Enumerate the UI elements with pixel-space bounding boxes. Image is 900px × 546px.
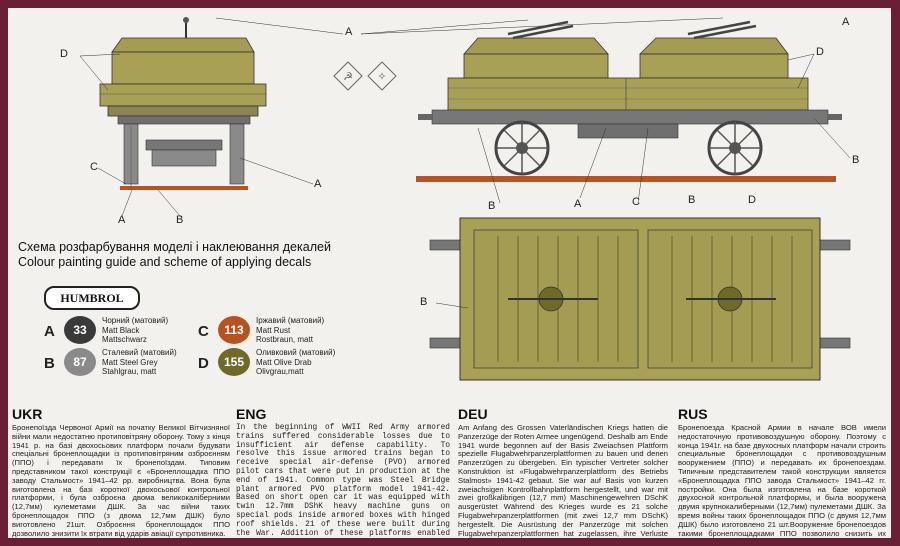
paint-swatch-a: A 33 Чорний (матовий) Matt Black Mattsch…: [44, 316, 169, 344]
body-rus: Бронепоезда Красной Армии в начале ВОВ и…: [678, 423, 886, 538]
description-eng: ENG In the beginning of WWII Red Army ar…: [236, 406, 450, 538]
callout-b: B: [688, 194, 696, 206]
guide-title: Схема розфарбування моделі і наклеювання…: [18, 240, 438, 270]
humbrol-logo: HUMBROL: [44, 286, 140, 310]
callout-a: A: [118, 214, 126, 226]
description-columns: UKR Бронепоїзда Червоної Армії на початк…: [8, 406, 891, 538]
paint-swatch-c: C 113 Іржавий (матовий) Matt Rust Rostbr…: [198, 316, 325, 344]
guide-title-ukr: Схема розфарбування моделі і наклеювання…: [18, 240, 331, 254]
callout-b: B: [176, 214, 184, 226]
painting-diagrams: ☭ ✧: [79, 17, 851, 381]
callout-a: A: [842, 16, 850, 28]
callout-b: B: [488, 200, 496, 212]
body-deu: Am Anfang des Grossen Vaterländischen Kr…: [458, 423, 668, 538]
end-view-drawing: [99, 17, 267, 190]
callout-a: A: [345, 26, 353, 38]
heading-ukr: UKR: [12, 406, 43, 422]
description-deu: DEU Am Anfang des Grossen Vaterländische…: [458, 406, 668, 538]
callout-c: C: [632, 196, 640, 208]
callout-b: B: [420, 296, 428, 308]
decal-symbols: ☭ ✧: [333, 61, 397, 91]
callout-a: A: [314, 178, 322, 190]
guide-title-eng: Colour painting guide and scheme of appl…: [18, 255, 312, 269]
heading-eng: ENG: [236, 406, 267, 422]
body-ukr: Бронепоїзда Червоної Армії на початку Ве…: [12, 423, 230, 538]
side-view-drawing: [416, 20, 842, 182]
callout-b: B: [852, 154, 860, 166]
top-view-drawing: [429, 217, 851, 381]
description-rus: RUS Бронепоезда Красной Армии в начале В…: [678, 406, 886, 538]
svg-text:☭: ☭: [343, 70, 353, 83]
heading-deu: DEU: [458, 406, 488, 422]
callout-d: D: [748, 194, 756, 206]
description-ukr: UKR Бронепоїзда Червоної Армії на початк…: [12, 406, 230, 538]
callout-a: A: [574, 198, 582, 210]
heading-rus: RUS: [678, 406, 708, 422]
instruction-sheet: ☭ ✧ A D C A A B A D B B A C B D B Схема …: [8, 8, 891, 538]
body-eng: In the beginning of WWII Red Army armore…: [236, 424, 450, 538]
svg-text:✧: ✧: [377, 70, 386, 83]
callout-d: D: [816, 46, 824, 58]
callout-d: D: [60, 48, 68, 60]
paint-swatch-b: B 87 Сталевий (матовий) Matt Steel Grey …: [44, 348, 177, 376]
paint-swatch-d: D 155 Оливковий (матовий) Matt Olive Dra…: [198, 348, 336, 376]
callout-c: C: [90, 161, 98, 173]
